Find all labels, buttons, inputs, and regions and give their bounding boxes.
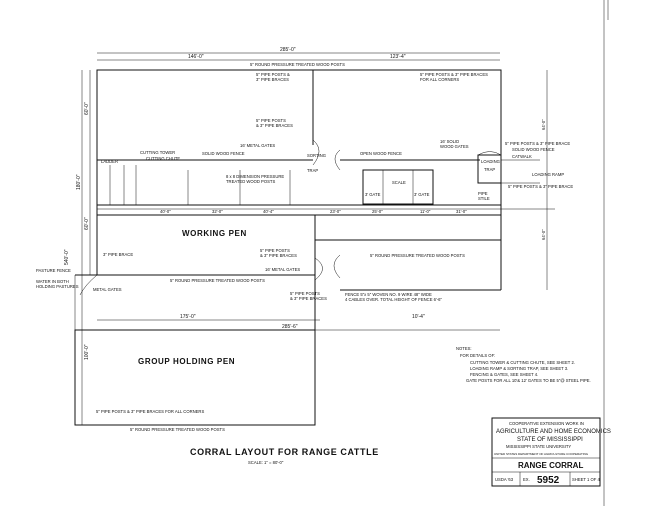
dim-left-total: 180'-0" (76, 174, 82, 190)
dim-right-lower: 64'-0" (541, 229, 546, 240)
label-metal-gates3: METAL GATES (93, 287, 122, 292)
label-pasture-fence: PASTURE FENCE (36, 268, 71, 273)
dim-mid-4: 23'-0" (330, 209, 341, 214)
drawing-title: CORRAL LAYOUT FOR RANGE CATTLE (190, 447, 379, 457)
tb-usda: USDA '63 (495, 477, 514, 482)
tb-drawing-title: RANGE CORRAL (518, 461, 583, 470)
notes-heading: NOTES: (456, 346, 472, 351)
gate-swing-4 (333, 254, 341, 279)
label-round-posts-bottom: 5" ROUND PRESSURE TREATED WOOD POSTS (130, 427, 225, 432)
loading-trap (477, 154, 502, 184)
label-cutting-tower: CUTTING TOWER (140, 150, 175, 155)
label-catwalk: CATWALK (512, 154, 532, 159)
tb-ex: EX. (523, 477, 530, 482)
working-pen (96, 214, 316, 276)
dim-mid-1: 40'-0" (160, 209, 171, 214)
dim-bottom-pen: 175'-0" (180, 314, 196, 320)
label-gate-left: 3' GATE (365, 192, 381, 197)
holding-upper (75, 274, 316, 331)
label-pipe-posts-working: 5" PIPE POSTS& 3" PIPE BRACES (260, 248, 297, 258)
tb-line-5: UNITED STATES DEPARTMENT OF AGRICULTURE … (494, 452, 589, 456)
label-pipe-brace-left: 3" PIPE BRACE (103, 252, 133, 257)
notes-line-2: CUTTING TOWER & CUTTING CHUTE, SEE SHEET… (470, 360, 575, 365)
label-trap: TRAP (307, 168, 318, 173)
holding-pen-label: GROUP HOLDING PEN (138, 357, 235, 366)
label-loading: LOADING (481, 159, 500, 164)
tb-line-1: COOPERATIVE EXTENSION WORK IN (509, 421, 584, 426)
label-cutting-chute: CUTTING CHUTE (146, 156, 180, 161)
gate-swing-6 (477, 151, 502, 156)
dim-left-mid: 60'-0" (84, 217, 90, 230)
tb-line-3: STATE OF MISSISSIPPI (517, 437, 583, 443)
label-metal-gates2: 16' METAL GATES (265, 267, 300, 272)
label-pipe-corners: 5" PIPE POSTS & 3" PIPE BRACES FOR ALL C… (96, 409, 204, 414)
label-scale: SCALE (392, 180, 406, 185)
dim-mid-2: 32'-0" (212, 209, 223, 214)
notes-line-3: LOADING RAMP & SORTING TRAP, SEE SHEET 3… (470, 366, 568, 371)
tb-sheet: SHEET 1 OF 4 (572, 477, 601, 482)
label-solid-wood-fence-r: SOLID WOOD FENCE (512, 147, 555, 152)
dim-right-upper: 64'-0" (541, 119, 546, 130)
drawing-scale: SCALE: 1" = 80'-0" (248, 460, 284, 465)
dim-top-right: 123'-4" (390, 54, 406, 60)
label-sorting: SORTING (307, 153, 326, 158)
label-metal-gates: 16' METAL GATES (240, 143, 275, 148)
dim-left-outer: 540'-0" (64, 249, 70, 265)
tb-line-2: AGRICULTURE AND HOME ECONOMICS (496, 429, 611, 435)
gate-swing-2 (334, 149, 341, 171)
dim-mid-5: 25'-0" (372, 209, 383, 214)
label-loading-ramp: LOADING RAMP (532, 172, 564, 177)
label-pipe-posts-top: 5" PIPE POSTS &3" PIPE BRACES (256, 72, 290, 82)
scale-box (362, 169, 434, 205)
label-round-posts-right: 5" ROUND PRESSURE TREATED WOOD POSTS (370, 253, 465, 258)
label-open-wood-fence: OPEN WOOD FENCE (360, 151, 402, 156)
notes-line-1: FOR DETAILS OF: (460, 353, 495, 358)
dim-top-left: 146'-0" (188, 54, 204, 60)
label-pipe-posts-mid: 5" PIPE POSTS& 3" PIPE BRACES (256, 118, 293, 128)
title-block (491, 417, 601, 487)
notes-line-4: FENCING & GATES, SEE SHEET 4. (470, 372, 538, 377)
label-solid-wood-fence: SOLID WOOD FENCE (202, 151, 245, 156)
tb-line-4: MISSISSIPPI STATE UNIVERSITY (506, 444, 571, 449)
label-pipe-posts-bottom: 5" PIPE POSTS& 3" PIPE BRACES (290, 291, 327, 301)
label-round-posts-working: 5" ROUND PRESSURE TREATED WOOD POSTS (170, 278, 265, 283)
dim-mid-3: 40'-4" (263, 209, 274, 214)
label-round-posts-top: 5" ROUND PRESSURE TREATED WOOD POSTS (250, 62, 345, 67)
gate-swing-5 (79, 274, 98, 296)
dim-bottom-right: 10'-4" (412, 314, 425, 320)
dim-top-total: 285'-0" (280, 47, 296, 53)
gate-swing-1 (312, 139, 320, 166)
working-pen-label: WORKING PEN (182, 229, 247, 238)
label-pipe-posts-right2: 5" PIPE POSTS & 3" PIPE BRACE (508, 184, 573, 189)
dim-left-upper: 60'-0" (84, 102, 90, 115)
label-ladder: LADDER (101, 159, 118, 164)
label-trap2: TRAP (484, 167, 495, 172)
dim-left-lower: 100'-0" (84, 344, 90, 360)
notes-line-5: GATE POSTS FOR ALL 10'& 12' GATES TO BE … (466, 378, 591, 383)
dim-mid-7: 31'-0" (456, 209, 467, 214)
label-pipe-brace-right: 5" PIPE POSTS & 3" PIPE BRACE (505, 141, 570, 146)
dim-bottom-total: 285'-6" (282, 324, 298, 330)
dim-mid-6: 11'-0" (420, 209, 431, 214)
tb-number: 5952 (537, 475, 560, 486)
label-gate-right: 3' GATE (414, 192, 430, 197)
gate-swing-3 (314, 257, 323, 281)
